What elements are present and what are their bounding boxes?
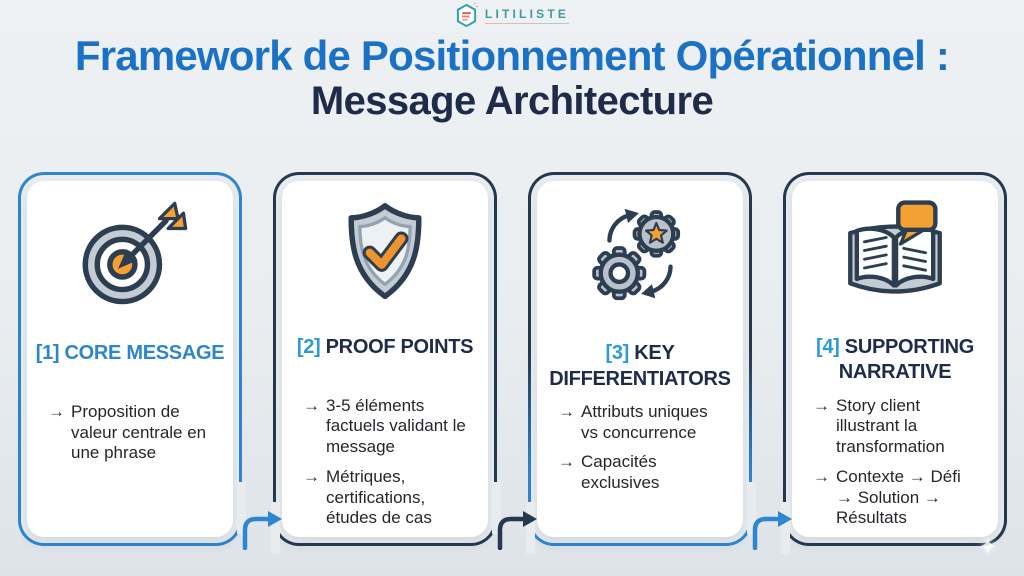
card-body: [1] CORE MESSAGE → Proposition de valeur… [27,181,233,537]
card-body: [4] SUPPORTING NARRATIVE → Story client … [792,181,998,537]
card-title-text: CORE MESSAGE [64,342,225,364]
bullet-text: Proposition de valeur centrale en une ph… [71,402,207,463]
sparkle-decoration: ✦ [977,534,998,561]
border-notch [747,482,756,534]
border-notch [526,502,535,554]
page-title: Framework de Positionnement Opérationnel… [0,32,1024,124]
bullet-item: → Attributs uniques vs concurrence [558,402,727,443]
card-bullets: → Story client illustrant la transformat… [800,396,990,529]
card-border-gap: [3] KEY DIFFERENTIATORS → Attributs uniq… [531,175,749,543]
card-number: [3] [605,342,630,364]
card-number: [1] [35,342,60,364]
arrow-right-marker: → [558,402,575,421]
logo: LITILISTE [0,3,1024,28]
card-icon-area [835,189,955,323]
arrow-right-marker: → [303,466,320,486]
card-title: [1] CORE MESSAGE [36,341,225,393]
open-book-speech-icon [848,200,942,294]
card-title-text: SUPPORTING NARRATIVE [838,335,975,384]
card-body: [2] PROOF POINTS → 3-5 éléments factuels… [282,181,488,537]
card-title: [4] SUPPORTING NARRATIVE [800,335,990,387]
card-title-text: PROOF POINTS [325,335,474,358]
card-key-differentiators: [3] KEY DIFFERENTIATORS → Attributs uniq… [528,172,752,546]
shield-check-icon [348,202,422,299]
border-notch [237,482,246,534]
flow-arrow-2-icon [497,511,537,550]
bullet-item: → 3-5 éléments factuels validant le mess… [303,396,472,458]
border-notch [271,502,280,554]
card-core-message: [1] CORE MESSAGE → Proposition de valeur… [18,172,242,546]
card-border-gap: [4] SUPPORTING NARRATIVE → Story client … [786,175,1004,543]
card-icon-area [70,189,190,329]
card-icon-area [325,189,445,323]
arrow-right-marker: → [813,395,830,415]
page-title-line2: Message Architecture [310,79,714,124]
border-notch [781,502,790,554]
logo-underline [484,22,570,25]
card-border-gap: [2] PROOF POINTS → 3-5 éléments factuels… [276,175,494,543]
logo-text-block: LITILISTE [484,6,570,25]
card-icon-area [580,189,700,329]
bullet-text: Story client illustrant la transformatio… [836,395,945,457]
bullet-text: Métriques, certifications, études de cas [326,466,432,528]
arrow-right-marker: → [303,395,320,415]
hexagon-logo-icon [456,3,478,27]
bullet-item: → Contexte → Défi → Solution → Résultats [813,467,982,529]
arrow-right-marker: → [813,466,830,486]
bullet-item: → Story client illustrant la transformat… [813,396,982,458]
card-body: [3] KEY DIFFERENTIATORS → Attributs uniq… [537,181,743,537]
bullet-text: Contexte → Défi → Solution → Résultats [836,466,961,528]
card-title-text: KEY DIFFERENTIATORS [549,342,731,390]
bullet-item: → Proposition de valeur centrale en une … [48,402,217,464]
arrow-right-marker: → [48,402,65,421]
page-title-line1: Framework de Positionnement Opérationnel… [74,32,950,79]
bullet-item: → Capacités exclusives [558,452,727,493]
border-notch [492,482,501,534]
bullet-text: Capacités exclusives [581,452,660,493]
arrow-right-marker: → [558,452,575,472]
card-bullets: → 3-5 éléments factuels validant le mess… [290,396,480,529]
card-proof-points: [2] PROOF POINTS → 3-5 éléments factuels… [273,172,497,546]
bullet-text: Attributs uniques vs concurrence [581,402,708,442]
card-bullets: → Proposition de valeur centrale en une … [35,402,225,464]
card-title: [2] PROOF POINTS [296,335,474,387]
gears-sync-icon [592,208,681,301]
card-number: [2] [296,335,321,358]
card-title: [3] KEY DIFFERENTIATORS [545,341,735,393]
flow-arrow-3-icon [752,511,792,550]
card-bullets: → Attributs uniques vs concurrence → Cap… [545,402,735,494]
target-arrow-icon [82,201,188,305]
card-number: [4] [815,335,840,358]
flow-arrow-1-icon [242,511,282,550]
bullet-item: → Métriques, certifications, études de c… [303,467,472,529]
card-border-gap: [1] CORE MESSAGE → Proposition de valeur… [21,175,239,543]
logo-text: LITILISTE [484,6,570,21]
framework-steps-row: [1] CORE MESSAGE → Proposition de valeur… [0,172,1024,554]
bullet-text: 3-5 éléments factuels validant le messag… [326,395,466,457]
card-supporting-narrative: [4] SUPPORTING NARRATIVE → Story client … [783,172,1007,546]
